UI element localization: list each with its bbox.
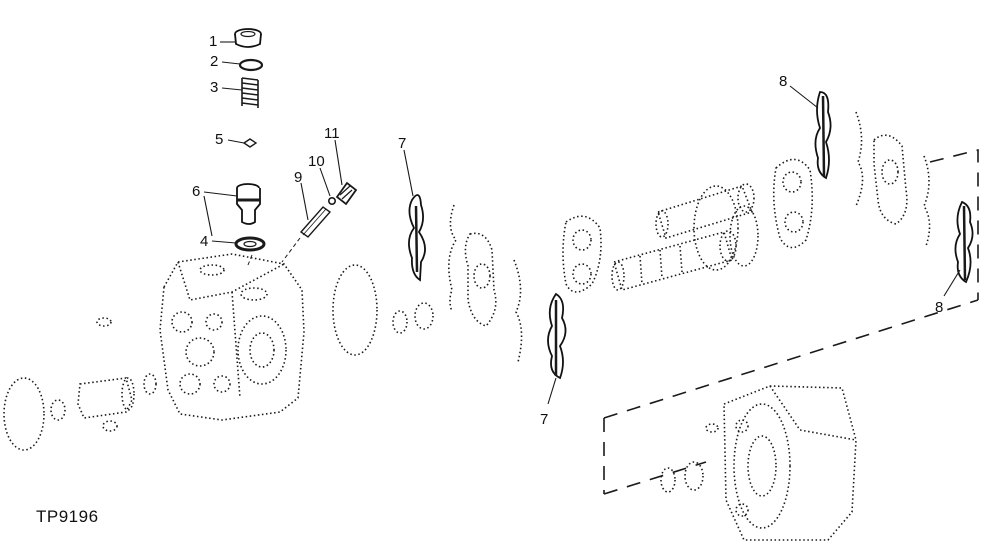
washer-b — [414, 302, 434, 330]
large-o-ring — [332, 264, 378, 356]
pump-housing — [159, 253, 305, 421]
washer-a — [392, 310, 408, 334]
part-3-spring — [241, 77, 259, 108]
bushing-left — [77, 377, 135, 419]
callout-11: 11 — [324, 125, 340, 142]
callout-10: 10 — [308, 153, 325, 170]
rear-washer-b — [684, 461, 704, 491]
callout-4: 4 — [200, 233, 208, 250]
wear-plate-a — [562, 215, 602, 293]
callout-5: 5 — [215, 131, 223, 148]
seal-bracket-left — [448, 204, 457, 313]
drive-gear-shaft — [611, 230, 737, 291]
part-8-seal-lower — [954, 200, 974, 284]
callout-6: 6 — [192, 183, 200, 200]
shaft-seal-ring — [3, 377, 45, 451]
callout-7-upper: 7 — [398, 135, 406, 152]
rear-washer-a — [660, 467, 676, 493]
bearing-block-right — [873, 134, 908, 225]
part-8-seal-upper — [814, 91, 832, 180]
small-plug-b — [102, 420, 118, 432]
part-6-valve-cartridge — [236, 183, 261, 225]
small-plug-a — [96, 317, 112, 327]
gear-teeth — [693, 185, 759, 271]
callout-8-lower: 8 — [935, 299, 943, 316]
part-9-pin — [299, 206, 332, 238]
callout-2: 2 — [210, 53, 218, 70]
part-7-seal-lower — [547, 292, 567, 380]
figure-id-label: TP9196 — [36, 507, 99, 526]
part-11-fitting — [335, 181, 358, 206]
seal-bracket-far-right — [923, 155, 931, 247]
callout-7-lower: 7 — [540, 411, 548, 428]
callout-3: 3 — [210, 79, 218, 96]
part-2-o-ring — [238, 58, 264, 72]
part-10-ball — [327, 197, 336, 206]
rear-plug — [705, 423, 719, 433]
small-ring-left — [143, 373, 157, 395]
driven-gear-shaft — [655, 183, 755, 239]
leader-lines — [203, 41, 961, 405]
wear-plate-b — [772, 158, 814, 249]
rear-cover — [723, 385, 857, 541]
alignment-dashed-box — [603, 148, 979, 495]
seal-bracket-right — [513, 259, 523, 363]
part-1-plug — [234, 28, 262, 48]
part-5-ball — [242, 138, 258, 148]
seal-bracket-far — [855, 111, 864, 207]
callout-8-upper: 8 — [779, 73, 787, 90]
callout-1: 1 — [209, 33, 217, 50]
part-7-seal-upper — [408, 194, 426, 282]
small-washer-left — [50, 399, 66, 421]
part-4-seal — [234, 236, 266, 252]
bearing-block-left — [464, 232, 497, 327]
callout-9: 9 — [294, 169, 302, 186]
